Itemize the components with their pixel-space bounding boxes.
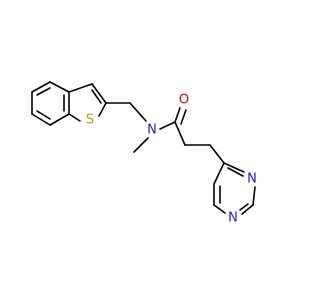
double-bond-inner: [239, 203, 249, 211]
bond: [49, 113, 70, 126]
atom-label-oxygen: O: [179, 93, 189, 108]
atom-label-sulfur: S: [86, 113, 94, 128]
benzene-ring: [31, 81, 70, 126]
pyrazine-ring: [213, 162, 256, 215]
double-bond-inner: [227, 167, 244, 177]
bond: [31, 81, 51, 93]
carbonyl-bond: [180, 109, 187, 125]
bond: [68, 113, 81, 122]
double-bond-inner: [91, 89, 102, 104]
bond: [213, 162, 225, 185]
bond: [68, 83, 93, 93]
propanoyl-chain: [184, 144, 225, 164]
bond: [31, 113, 51, 126]
amide-group: [159, 107, 187, 146]
bond: [241, 204, 254, 215]
bond: [223, 162, 245, 173]
atom-label-pyrazine-nitrogen-1: N: [247, 172, 257, 187]
bond: [91, 83, 107, 104]
bond: [159, 121, 176, 130]
molecule-diagram: S N O N N: [31, 81, 257, 226]
n-methyl-bond: [133, 137, 149, 153]
bond: [252, 186, 256, 206]
bond: [209, 144, 225, 164]
bond: [213, 204, 226, 214]
bond: [49, 81, 70, 93]
double-bond-inner: [36, 110, 51, 120]
double-bond-inner: [36, 87, 51, 96]
bond: [129, 102, 147, 122]
bond: [98, 102, 107, 117]
atom-label-pyrazine-nitrogen-2: N: [228, 211, 238, 226]
carbonyl-bond: [174, 107, 181, 123]
atom-label-amide-nitrogen: N: [147, 123, 157, 138]
methylene-linker: [105, 102, 147, 122]
thiophene-ring: [68, 83, 107, 122]
bond: [174, 121, 186, 146]
